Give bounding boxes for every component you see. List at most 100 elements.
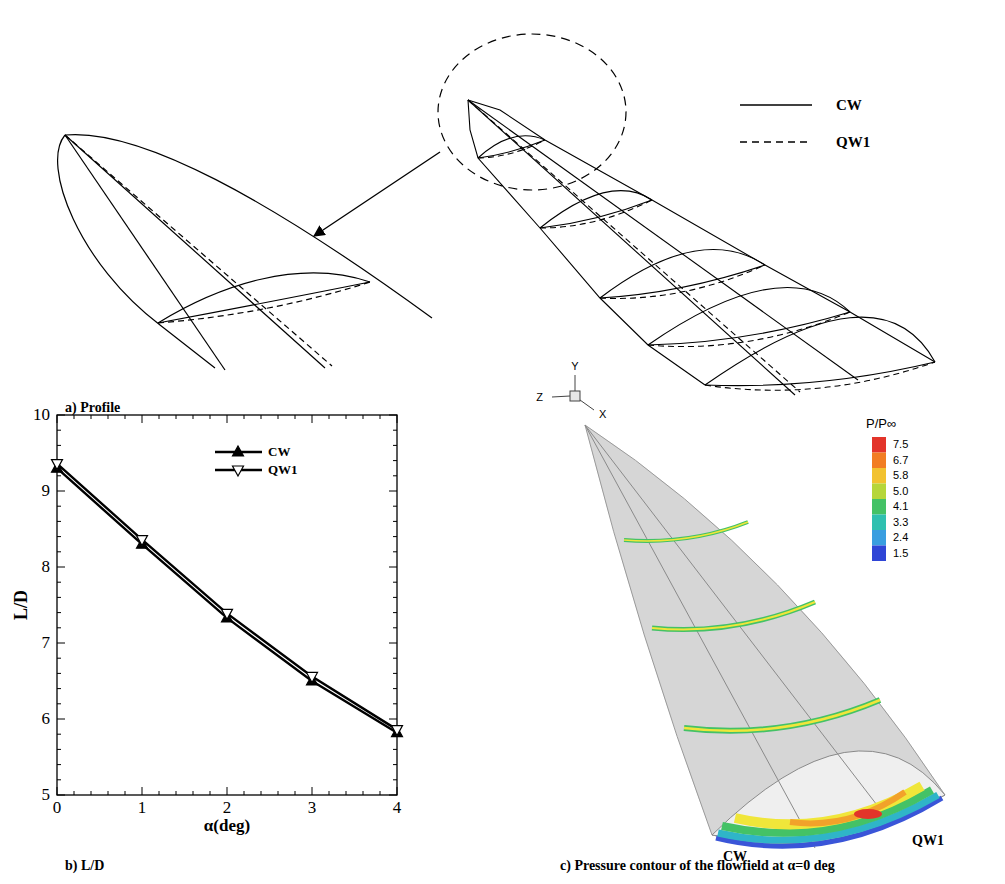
y-tick: [393, 506, 397, 507]
x-tick: [329, 415, 330, 419]
x-tick: [261, 415, 262, 419]
triad-axis: [580, 400, 594, 410]
wing-ray-dashed: [65, 135, 332, 366]
y-tick: [393, 688, 397, 689]
wing-ray: [65, 135, 225, 370]
wing-surface: [585, 425, 945, 844]
y-tick: [57, 551, 61, 552]
legend-line-dashed: [740, 141, 812, 143]
y-tick: [57, 597, 61, 598]
axis-triad: [552, 375, 594, 410]
x-tick: [108, 415, 109, 419]
qw1-marker: [233, 466, 244, 476]
y-tick: [57, 612, 61, 613]
section-upper: [540, 191, 652, 228]
section-lower: [478, 140, 545, 158]
plot-frame: [57, 415, 397, 795]
wing-ray-dashed: [468, 100, 800, 392]
x-tick: [210, 415, 211, 419]
x-tick: [108, 791, 109, 795]
y-tick: [57, 430, 61, 431]
y-tick: [57, 627, 61, 628]
colorbar-step: [872, 499, 886, 515]
x-tick: [193, 415, 194, 419]
ld-plot: [52, 415, 403, 795]
qw1-marker: [52, 460, 63, 470]
section-lower: [600, 265, 765, 298]
figure-label: Z: [536, 391, 543, 403]
figure-label: c) Pressure contour of the flowfield at …: [560, 858, 835, 873]
section-upper: [705, 317, 935, 385]
y-tick: [57, 734, 61, 735]
y-tick: [389, 415, 397, 416]
section-upper: [600, 249, 765, 298]
x-tick: [295, 415, 296, 419]
y-tick: [57, 703, 61, 704]
x-tick: [346, 415, 347, 419]
qw1-marker: [307, 672, 318, 682]
x-tick: [346, 791, 347, 795]
wing-sections: [478, 136, 935, 391]
base-section: [712, 751, 945, 842]
tick-label: 2.4: [893, 531, 908, 543]
contour-section: [652, 602, 815, 630]
tick-label: 10: [33, 406, 50, 425]
x-tick: [278, 791, 279, 795]
figure-label: Y: [571, 360, 578, 372]
contour-band: [790, 792, 905, 823]
legend-text: CW: [836, 97, 862, 114]
y-tick: [57, 491, 65, 492]
y-tick: [57, 658, 61, 659]
y-tick: [393, 703, 397, 704]
x-tick: [176, 415, 177, 419]
full-wing: [468, 100, 935, 395]
zoom-wing: [58, 135, 432, 370]
x-tick: [380, 415, 381, 419]
contour-section: [684, 700, 880, 731]
tick-label: 4.1: [893, 500, 908, 512]
figure-label: P/P∞: [866, 417, 896, 431]
x-tick: [210, 791, 211, 795]
contour-wing: [585, 425, 945, 848]
tick-label: 2: [223, 799, 232, 818]
x-tick: [159, 415, 160, 419]
x-tick: [57, 415, 58, 423]
qw1-curve: [57, 464, 397, 730]
contour-section: [624, 522, 748, 541]
y-tick: [57, 764, 61, 765]
y-tick: [393, 658, 397, 659]
y-tick: [393, 582, 397, 583]
qw1-marker: [137, 536, 148, 546]
x-tick: [363, 791, 364, 795]
tick-label: 5: [42, 786, 51, 805]
zoom-circle: [438, 34, 626, 190]
y-tick: [57, 415, 65, 416]
x-tick: [397, 787, 398, 795]
wing-ray: [65, 135, 325, 368]
y-tick: [57, 536, 61, 537]
section-lower-dashed: [478, 140, 545, 158]
x-tick: [159, 791, 160, 795]
tick-label: 9: [42, 482, 51, 501]
y-tick: [57, 567, 65, 568]
section-lower: [705, 362, 935, 386]
tick-label: 4: [393, 799, 402, 818]
x-tick: [363, 415, 364, 419]
section-upper: [478, 136, 545, 158]
y-tick: [389, 795, 397, 796]
x-tick: [380, 791, 381, 795]
y-tick: [393, 597, 397, 598]
tick-label: 5.0: [893, 485, 908, 497]
x-tick: [295, 791, 296, 795]
y-tick: [389, 719, 397, 720]
tick-label: 0: [53, 799, 62, 818]
figure-label: b) L/D: [65, 858, 104, 873]
y-tick: [389, 491, 397, 492]
y-tick: [393, 536, 397, 537]
y-tick: [57, 521, 61, 522]
x-tick: [312, 787, 313, 795]
y-tick: [393, 475, 397, 476]
x-tick: [142, 415, 143, 423]
x-tick: [227, 787, 228, 795]
